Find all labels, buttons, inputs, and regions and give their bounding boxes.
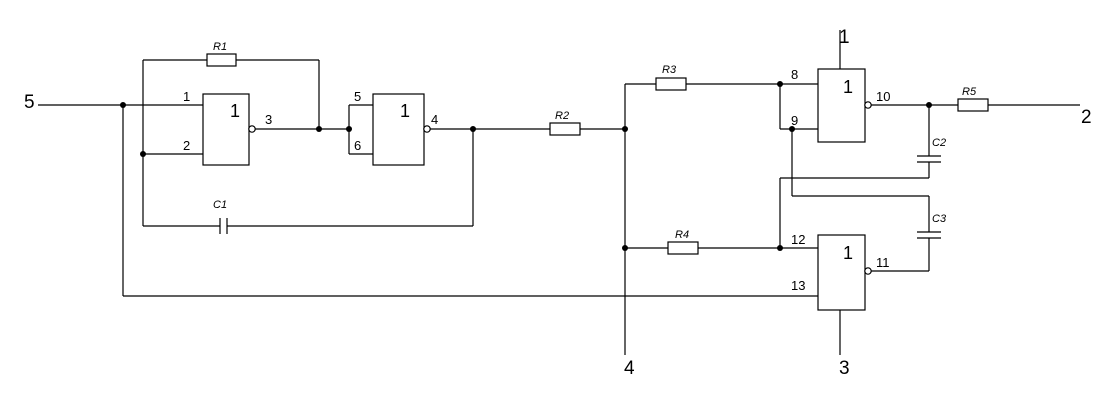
gate-dd4 — [817, 234, 872, 311]
pin-9-label: 9 — [791, 113, 798, 128]
gate-dd3-symbol: 1 — [843, 77, 853, 97]
resistor-r3 — [655, 77, 687, 91]
r5-label: R5 — [962, 86, 977, 98]
pin-5-label: 5 — [354, 89, 361, 104]
r4-label: R4 — [675, 229, 689, 241]
gate-dd1 — [202, 93, 256, 166]
pin-3-label: 3 — [265, 112, 272, 127]
resistor-r2 — [549, 122, 581, 136]
terminal-5-label: 5 — [24, 92, 35, 113]
pin-6-label: 6 — [354, 138, 361, 153]
gate-dd2 — [372, 93, 431, 166]
resistor-r5 — [957, 98, 989, 112]
pin-2-label: 2 — [183, 138, 190, 153]
terminal-4-label: 4 — [624, 358, 635, 379]
gate-dd4-symbol: 1 — [843, 243, 853, 263]
gate-dd2-symbol: 1 — [400, 101, 410, 121]
pin-12-label: 12 — [791, 232, 805, 247]
r2-label: R2 — [555, 110, 569, 122]
c2-label: C2 — [932, 137, 946, 149]
r1-label: R1 — [213, 41, 227, 53]
pin-10-label: 10 — [876, 89, 890, 104]
capacitor-c1 — [219, 218, 228, 234]
resistor-r1 — [206, 53, 237, 67]
terminal-3-label: 3 — [839, 358, 850, 379]
c1-label: C1 — [213, 199, 227, 211]
pin-4-label: 4 — [431, 112, 438, 127]
pin-11-label: 11 — [876, 255, 890, 270]
c3-label: C3 — [932, 213, 947, 225]
capacitor-c3 — [917, 231, 941, 239]
pin-1-label: 1 — [183, 89, 190, 104]
terminal-2-label: 2 — [1081, 107, 1092, 128]
pin-13-label: 13 — [791, 278, 805, 293]
gate-dd1-symbol: 1 — [230, 101, 240, 121]
terminal-1-label: 1 — [839, 27, 850, 48]
junction-dots — [120, 81, 932, 251]
resistor-r4 — [667, 241, 699, 255]
r3-label: R3 — [662, 64, 677, 76]
pin-8-label: 8 — [791, 67, 798, 82]
wires — [38, 30, 1080, 355]
gate-dd3 — [817, 68, 872, 143]
capacitor-c2 — [917, 155, 941, 163]
